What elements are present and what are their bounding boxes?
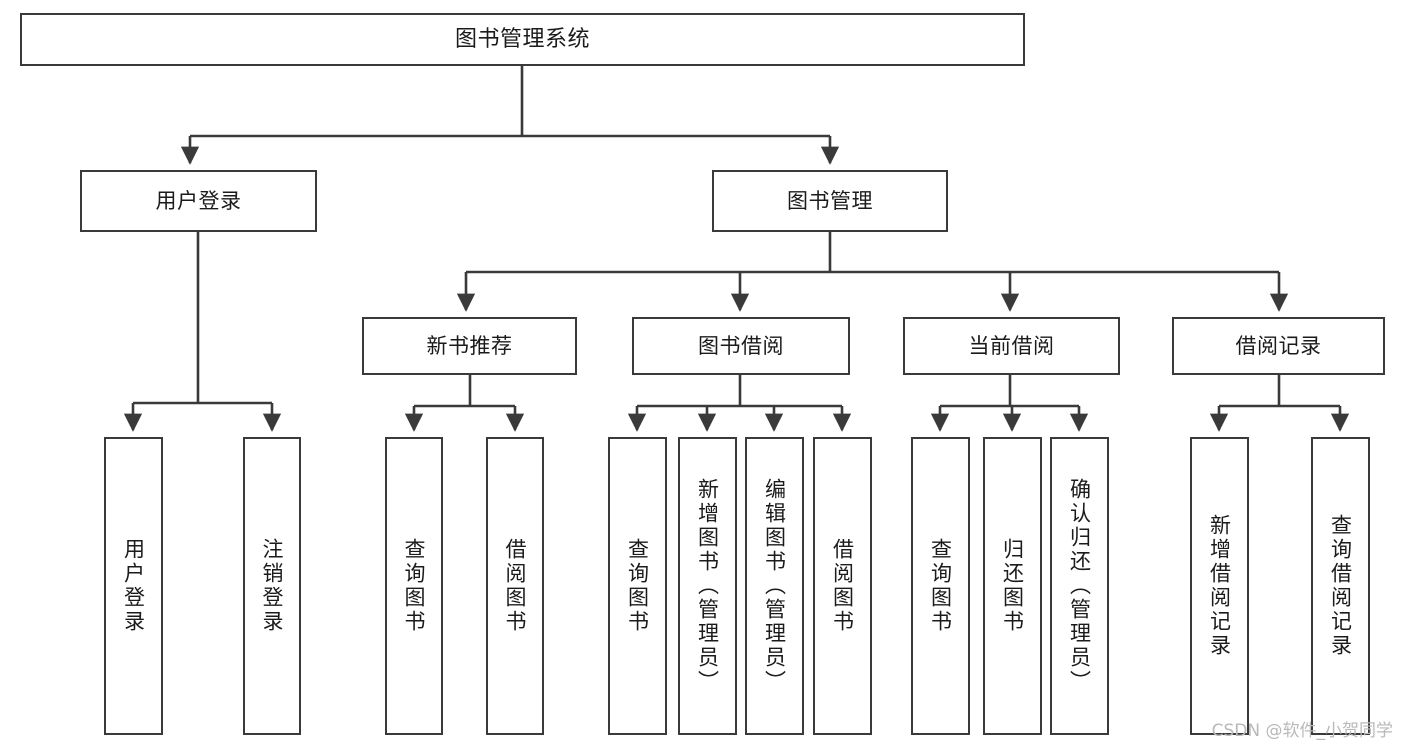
node-label: 查询图书 — [928, 538, 953, 634]
node-label: 归还图书 — [1000, 538, 1025, 634]
node-label: 注销登录 — [260, 538, 285, 634]
node-leaf-add-book[interactable]: 新增图书（管理员） — [678, 437, 737, 735]
node-book-borrow[interactable]: 图书借阅 — [632, 317, 850, 375]
node-leaf-edit-book[interactable]: 编辑图书（管理员） — [745, 437, 804, 735]
node-leaf-return-book[interactable]: 归还图书 — [983, 437, 1042, 735]
node-label: 图书管理系统 — [454, 26, 590, 52]
node-current-borrow[interactable]: 当前借阅 — [903, 317, 1120, 375]
node-leaf-query-book-2[interactable]: 查询图书 — [608, 437, 667, 735]
node-label: 用户登录 — [155, 188, 242, 213]
node-label: 查询图书 — [625, 538, 650, 634]
node-label: 图书管理 — [787, 188, 873, 213]
node-leaf-query-record[interactable]: 查询借阅记录 — [1311, 437, 1370, 735]
node-label: 查询图书 — [402, 538, 427, 634]
node-label: 确认归还（管理员） — [1067, 478, 1092, 694]
node-leaf-logout[interactable]: 注销登录 — [243, 437, 301, 735]
node-label: 新书推荐 — [426, 333, 513, 358]
node-label: 借阅图书 — [830, 538, 855, 634]
node-leaf-add-record[interactable]: 新增借阅记录 — [1190, 437, 1249, 735]
node-label: 查询借阅记录 — [1328, 514, 1353, 658]
node-label: 编辑图书（管理员） — [762, 478, 787, 694]
node-user-login[interactable]: 用户登录 — [80, 170, 317, 232]
csdn-watermark: CSDN @软件_小贺同学 — [1211, 721, 1393, 741]
node-label: 当前借阅 — [968, 333, 1055, 358]
node-label: 新增借阅记录 — [1207, 514, 1232, 658]
node-leaf-borrow-book-1[interactable]: 借阅图书 — [486, 437, 544, 735]
node-label: 借阅图书 — [503, 538, 528, 634]
node-leaf-query-book-1[interactable]: 查询图书 — [385, 437, 443, 735]
node-borrow-record[interactable]: 借阅记录 — [1172, 317, 1385, 375]
node-label: 图书借阅 — [698, 333, 784, 358]
node-leaf-confirm-return[interactable]: 确认归还（管理员） — [1050, 437, 1109, 735]
node-new-book-recommend[interactable]: 新书推荐 — [362, 317, 577, 375]
node-leaf-borrow-book-2[interactable]: 借阅图书 — [813, 437, 872, 735]
node-label: 借阅记录 — [1235, 333, 1322, 358]
node-label: 新增图书（管理员） — [695, 478, 720, 694]
node-label: 用户登录 — [121, 538, 146, 634]
node-leaf-user-login[interactable]: 用户登录 — [104, 437, 163, 735]
node-leaf-query-book-3[interactable]: 查询图书 — [911, 437, 970, 735]
node-book-manage[interactable]: 图书管理 — [712, 170, 948, 232]
node-root-system[interactable]: 图书管理系统 — [20, 13, 1025, 66]
